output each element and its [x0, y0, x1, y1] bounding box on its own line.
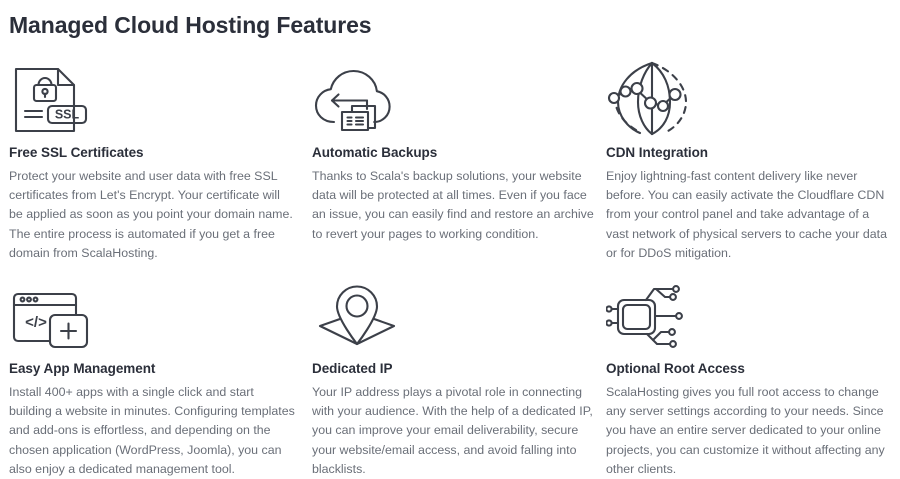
- feature-description: Thanks to Scala's backup solutions, your…: [312, 169, 594, 241]
- feature-description: Enjoy lightning-fast content delivery li…: [606, 169, 887, 260]
- ssl-badge-label: SSL: [55, 108, 80, 122]
- feature-card-cdn-integration: CDN Integration Enjoy lightning-fast con…: [598, 56, 900, 263]
- code-window-plus-icon: </>: [9, 272, 302, 354]
- feature-card-optional-root-access: Optional Root Access ScalaHosting gives …: [598, 272, 900, 479]
- feature-title: CDN Integration: [606, 145, 708, 160]
- feature-title: Dedicated IP: [312, 361, 393, 377]
- feature-title: Automatic Backups: [312, 145, 438, 160]
- feature-card-dedicated-ip: Dedicated IP Your IP address plays a piv…: [302, 272, 598, 479]
- feature-title: Easy App Management: [9, 361, 156, 377]
- feature-card-automatic-backups: Automatic Backups Thanks to Scala's back…: [302, 56, 598, 263]
- feature-title: Optional Root Access: [606, 361, 745, 377]
- feature-card-free-ssl-certificates: SSL Free SSL Certificates Protect your w…: [0, 56, 302, 263]
- features-row: </> Easy App Management Install 400+ app…: [0, 272, 900, 479]
- feature-description: Your IP address plays a pivotal role in …: [312, 385, 593, 476]
- map-pin-icon: [312, 272, 598, 354]
- feature-description: ScalaHosting gives you full root access …: [606, 385, 885, 476]
- code-tag-label: </>: [25, 314, 47, 331]
- ssl-certificate-icon: SSL: [9, 56, 302, 138]
- feature-description: Protect your website and user data with …: [9, 169, 293, 260]
- features-page: Managed Cloud Hosting Features: [9, 12, 887, 476]
- feature-description: Install 400+ apps with a single click an…: [9, 385, 295, 476]
- features-grid: SSL Free SSL Certificates Protect your w…: [0, 56, 900, 479]
- feature-card-easy-app-management: </> Easy App Management Install 400+ app…: [0, 272, 302, 479]
- cloud-backup-icon: [312, 56, 598, 138]
- feature-title: Free SSL Certificates: [9, 145, 144, 160]
- globe-network-icon: [606, 56, 900, 138]
- page-title: Managed Cloud Hosting Features: [9, 12, 372, 38]
- circuit-chip-icon: [606, 272, 900, 354]
- features-row: SSL Free SSL Certificates Protect your w…: [0, 56, 900, 263]
